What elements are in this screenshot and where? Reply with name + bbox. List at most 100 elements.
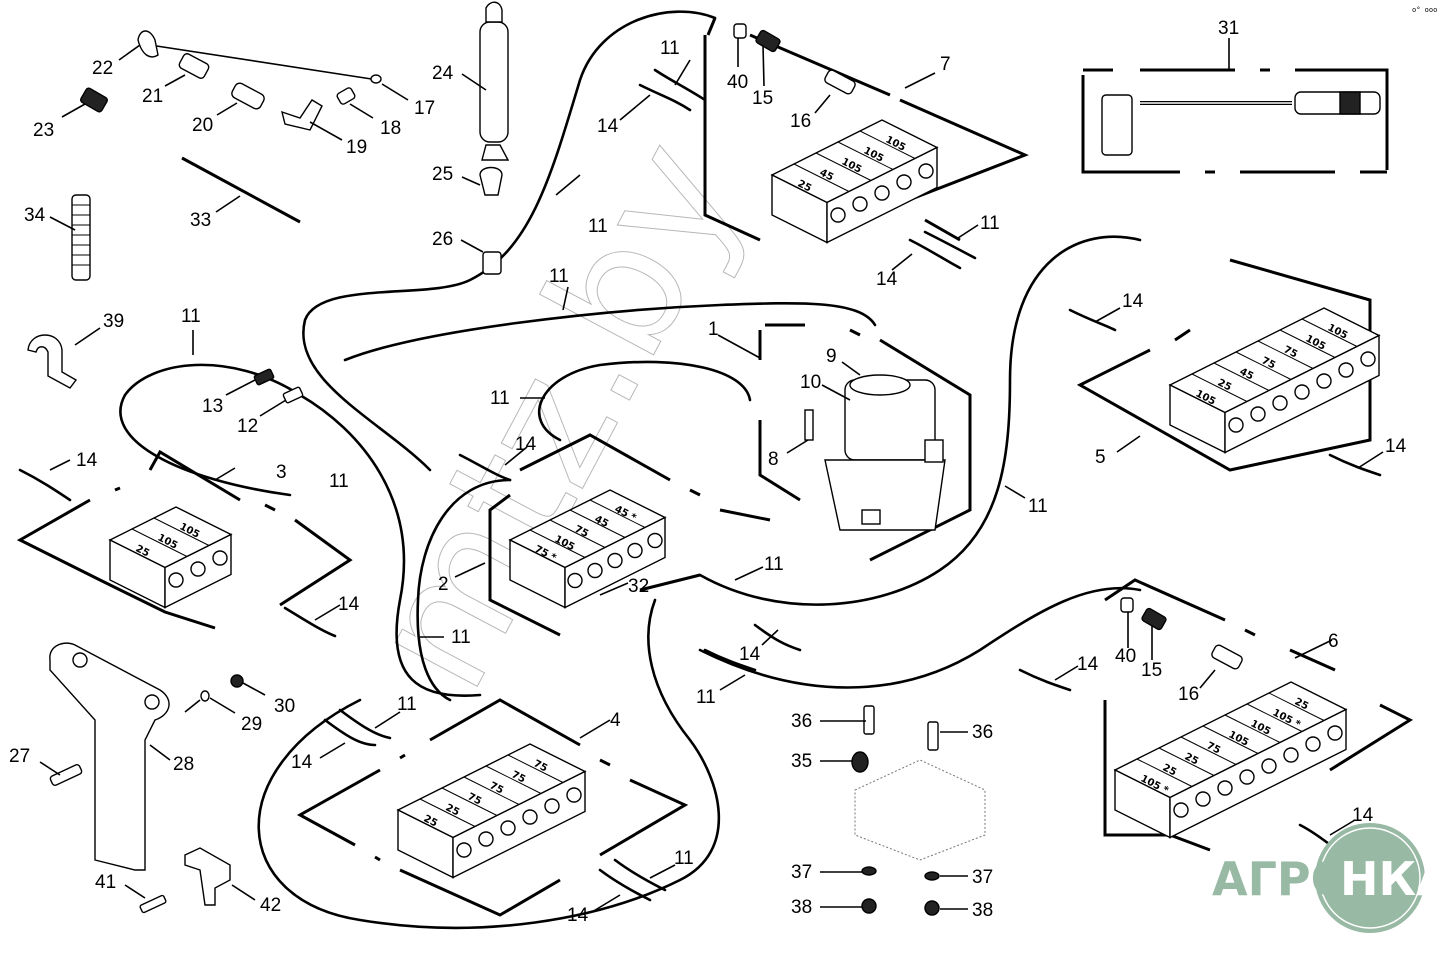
coupler-16-right xyxy=(1211,644,1243,670)
outlet-fitting xyxy=(190,561,206,577)
section-divider xyxy=(1224,714,1281,743)
outlet-fitting xyxy=(1360,351,1376,367)
bolt-27 xyxy=(49,763,83,787)
outlet-fitting xyxy=(567,572,583,589)
callout-1: 1 xyxy=(708,319,719,340)
union-20 xyxy=(231,82,265,110)
sleeve-label-14: 14 xyxy=(597,116,619,137)
sleeve-label-14: 14 xyxy=(76,450,98,471)
section-divider xyxy=(131,528,188,557)
callout-40-right: 40 xyxy=(1115,646,1136,667)
clip-42 xyxy=(184,847,231,906)
section-divider xyxy=(419,798,476,827)
outlet-fitting xyxy=(1195,791,1211,807)
section-divider xyxy=(859,130,916,159)
callout-27: 27 xyxy=(9,746,30,767)
callout-33: 33 xyxy=(190,210,211,231)
small-fittings xyxy=(253,23,1243,670)
outlet-fitting xyxy=(522,809,538,825)
sleeve-label-14: 14 xyxy=(1352,805,1374,826)
bracket-28 xyxy=(49,642,170,871)
cable-tie-33 xyxy=(181,156,301,224)
callout-16-right: 16 xyxy=(1178,684,1199,705)
outlet-fitting xyxy=(168,572,184,588)
sleeve-2-left xyxy=(458,453,512,482)
outlet-fitting xyxy=(1327,725,1343,741)
section-divider xyxy=(507,754,564,783)
callout-25: 25 xyxy=(432,164,453,185)
outlet-fitting xyxy=(500,820,516,836)
section-divider xyxy=(837,141,894,170)
outlet-fitting xyxy=(544,798,560,814)
callout-36-right: 36 xyxy=(972,722,993,743)
callout-17: 17 xyxy=(414,98,435,119)
callout-20: 20 xyxy=(192,115,213,136)
section-divider xyxy=(485,765,542,794)
sleeves xyxy=(18,68,1382,902)
hose-label-11: 11 xyxy=(490,388,510,409)
nipple-13 xyxy=(253,368,275,386)
coupler-16-top xyxy=(824,69,856,95)
callout-38-left: 38 xyxy=(791,897,812,918)
callout-9: 9 xyxy=(826,346,837,367)
fitting-40-top xyxy=(733,23,747,39)
callout-7: 7 xyxy=(940,54,951,75)
ghost-block xyxy=(854,759,986,861)
callout-18: 18 xyxy=(380,118,401,139)
callout-31: 31 xyxy=(1218,18,1239,39)
logo-circle xyxy=(1315,823,1425,933)
outlet-fitting xyxy=(1283,747,1299,763)
connector-angled xyxy=(1101,94,1133,156)
outlet-fitting xyxy=(478,831,494,847)
sleeve-6-left xyxy=(1018,668,1072,692)
adapter-21 xyxy=(178,53,210,79)
outlet-fitting xyxy=(852,196,868,212)
outlet-fitting xyxy=(830,207,846,223)
callout-41: 41 xyxy=(95,872,116,893)
sleeve-labels: 14 14 14 14 14 14 14 14 14 14 14 14 xyxy=(76,116,1407,926)
outlet-fitting xyxy=(1338,362,1354,378)
valve-8 xyxy=(804,409,814,441)
outlet-fitting xyxy=(1305,736,1321,752)
washer-17 xyxy=(370,74,382,84)
section-divider xyxy=(1235,351,1292,380)
callout-15-top: 15 xyxy=(752,88,773,109)
callout-30: 30 xyxy=(274,696,295,717)
watermark-text: mtz.by xyxy=(331,111,780,720)
hose-label-11: 11 xyxy=(588,216,608,237)
washer-37-right xyxy=(924,871,940,881)
outlet-fitting xyxy=(1228,417,1244,433)
sleeve-label-14: 14 xyxy=(739,644,761,665)
section-divider xyxy=(1213,362,1270,391)
outlet-fitting xyxy=(456,842,472,858)
sleeve-label-14: 14 xyxy=(876,269,898,290)
section-divider xyxy=(1279,329,1336,358)
callout-24: 24 xyxy=(432,63,454,84)
outlet-fitting xyxy=(647,532,663,549)
callout-4: 4 xyxy=(610,710,621,731)
mounting-hardware xyxy=(851,705,986,916)
coupler-25 xyxy=(479,166,503,196)
outlet-fitting xyxy=(1316,373,1332,389)
hose-labels: 11 11 11 11 11 11 11 11 11 11 11 11 11 1… xyxy=(181,38,1048,869)
grease-gun xyxy=(479,1,510,275)
grease-nipple-cap-22 xyxy=(137,30,159,58)
section-divider xyxy=(1202,725,1259,754)
callout-10: 10 xyxy=(800,372,821,393)
hose-label-11: 11 xyxy=(696,687,716,708)
hose-loop-small xyxy=(538,360,752,442)
callout-42: 42 xyxy=(260,895,281,916)
callout-19: 19 xyxy=(346,137,367,158)
section-divider xyxy=(1191,373,1248,402)
clamp-35 xyxy=(851,751,869,773)
sleeve-label-14: 14 xyxy=(515,434,537,455)
connector-straight xyxy=(1294,91,1381,115)
hose-right-lower xyxy=(698,586,1142,689)
hose-pump-right xyxy=(698,235,1142,606)
sleeve-label-14: 14 xyxy=(1077,654,1099,675)
callout-28: 28 xyxy=(173,754,194,775)
